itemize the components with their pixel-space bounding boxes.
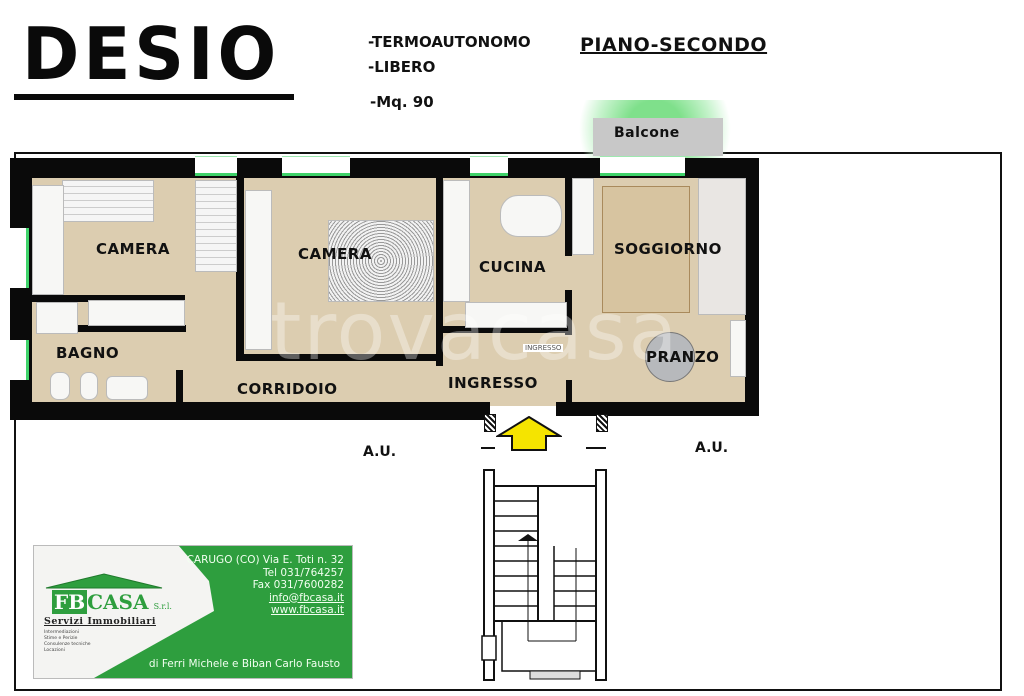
- bidet: [80, 372, 98, 400]
- window-camera-1: [195, 156, 237, 176]
- logo-suffix: S.r.l.: [153, 602, 172, 611]
- room-label-soggiorno: SOGGIORNO: [614, 240, 722, 258]
- kitchen-counter: [443, 180, 470, 302]
- sofa: [698, 178, 746, 315]
- service-2: Stime e Perizie: [44, 636, 78, 641]
- agency-tel: Tel 031/764257: [262, 566, 344, 579]
- bed-single-1: [62, 180, 154, 222]
- staircase-icon: [481, 469, 607, 681]
- room-label-corridoio: CORRIDOIO: [237, 380, 338, 398]
- feature-availability: -LIBERO: [368, 58, 436, 76]
- agency-fax: Fax 031/7600282: [252, 579, 344, 591]
- rug: [602, 186, 690, 313]
- bagno-shower: [36, 302, 78, 334]
- balcony-label: Balcone: [614, 125, 680, 141]
- sink: [106, 376, 148, 400]
- room-label-cucina: CUCINA: [479, 258, 546, 276]
- bed-single-2: [195, 180, 237, 272]
- adjacent-unit-right: A.U.: [695, 440, 729, 456]
- pillar-right: [596, 414, 608, 432]
- wall-camera-divider: [236, 176, 244, 359]
- room-label-camera-1: CAMERA: [96, 240, 170, 258]
- agency-email-link[interactable]: info@fbcasa.it: [268, 591, 344, 604]
- pillar-left: [484, 414, 496, 432]
- site-outline: [14, 152, 1002, 691]
- pranzo-sideboard: [730, 320, 746, 377]
- wall-right: [745, 158, 759, 416]
- window-soggiorno: [600, 156, 685, 176]
- wall-bagno-top: [30, 295, 185, 302]
- dining-table: [645, 332, 695, 382]
- wall-cucina-right: [565, 176, 572, 256]
- balcony: [593, 118, 723, 156]
- wall-cucina-right-lower: [565, 290, 572, 335]
- agency-tagline: Servizi Immobiliari: [44, 616, 156, 627]
- feature-heating: -TERMOAUTONOMO: [368, 33, 531, 51]
- service-4: Locazioni: [44, 648, 65, 653]
- title-underline: [14, 94, 294, 100]
- watermark: trovacasa: [270, 285, 680, 378]
- agency-address: CARUGO (CO) Via E. Toti n. 32: [186, 554, 344, 566]
- room-label-ingresso-small: INGRESSO: [523, 344, 564, 352]
- wall-bottom-left: [10, 402, 490, 420]
- bagno-counter: [88, 300, 185, 326]
- kitchen-stove: [465, 302, 567, 328]
- bed-double: [328, 220, 434, 302]
- room-label-camera-2: CAMERA: [298, 245, 372, 263]
- wardrobe-camera-1: [32, 185, 64, 295]
- feature-area: -Mq. 90: [370, 93, 434, 111]
- entrance-arrow-icon: [496, 416, 562, 451]
- adjacent-unit-left: A.U.: [363, 444, 397, 460]
- city-title: DESIO: [22, 12, 281, 96]
- window-left-camera: [8, 228, 29, 288]
- wall-cucina-left: [436, 176, 443, 366]
- window-cucina: [470, 156, 508, 176]
- wall-bagno-inner: [78, 325, 186, 332]
- agency-website-link[interactable]: www.fbcasa.it: [271, 604, 344, 616]
- service-3: Consulenze tecniche: [44, 642, 91, 647]
- room-label-ingresso: INGRESSO: [448, 374, 538, 392]
- window-camera-2: [282, 156, 350, 176]
- wall-camera2-bottom: [236, 354, 436, 361]
- logo-initials: FB: [52, 590, 88, 614]
- wall-bagno-right: [176, 370, 183, 410]
- wall-cucina-bottom: [436, 326, 572, 333]
- floor-label: PIANO-SECONDO: [580, 34, 768, 56]
- dash-left: [481, 447, 495, 449]
- wall-left: [10, 158, 32, 420]
- logo-name: CASA: [87, 590, 149, 614]
- room-label-bagno: BAGNO: [56, 344, 120, 362]
- wardrobe-camera-2: [245, 190, 272, 350]
- kitchen-table: [500, 195, 562, 237]
- room-label-pranzo: PRANZO: [646, 348, 720, 366]
- wall-ingresso-right: [566, 380, 572, 410]
- dash-right: [586, 447, 606, 449]
- soggiorno-cabinet: [572, 178, 594, 255]
- agency-owners: di Ferri Michele e Biban Carlo Fausto: [148, 658, 340, 670]
- service-1: Intermediazioni: [44, 630, 79, 635]
- toilet: [50, 372, 70, 400]
- wall-bottom-right: [556, 402, 756, 416]
- agency-contact: CARUGO (CO) Via E. Toti n. 32 Tel 031/76…: [187, 554, 344, 617]
- window-left-bagno: [8, 340, 29, 380]
- roof-icon: [45, 573, 163, 589]
